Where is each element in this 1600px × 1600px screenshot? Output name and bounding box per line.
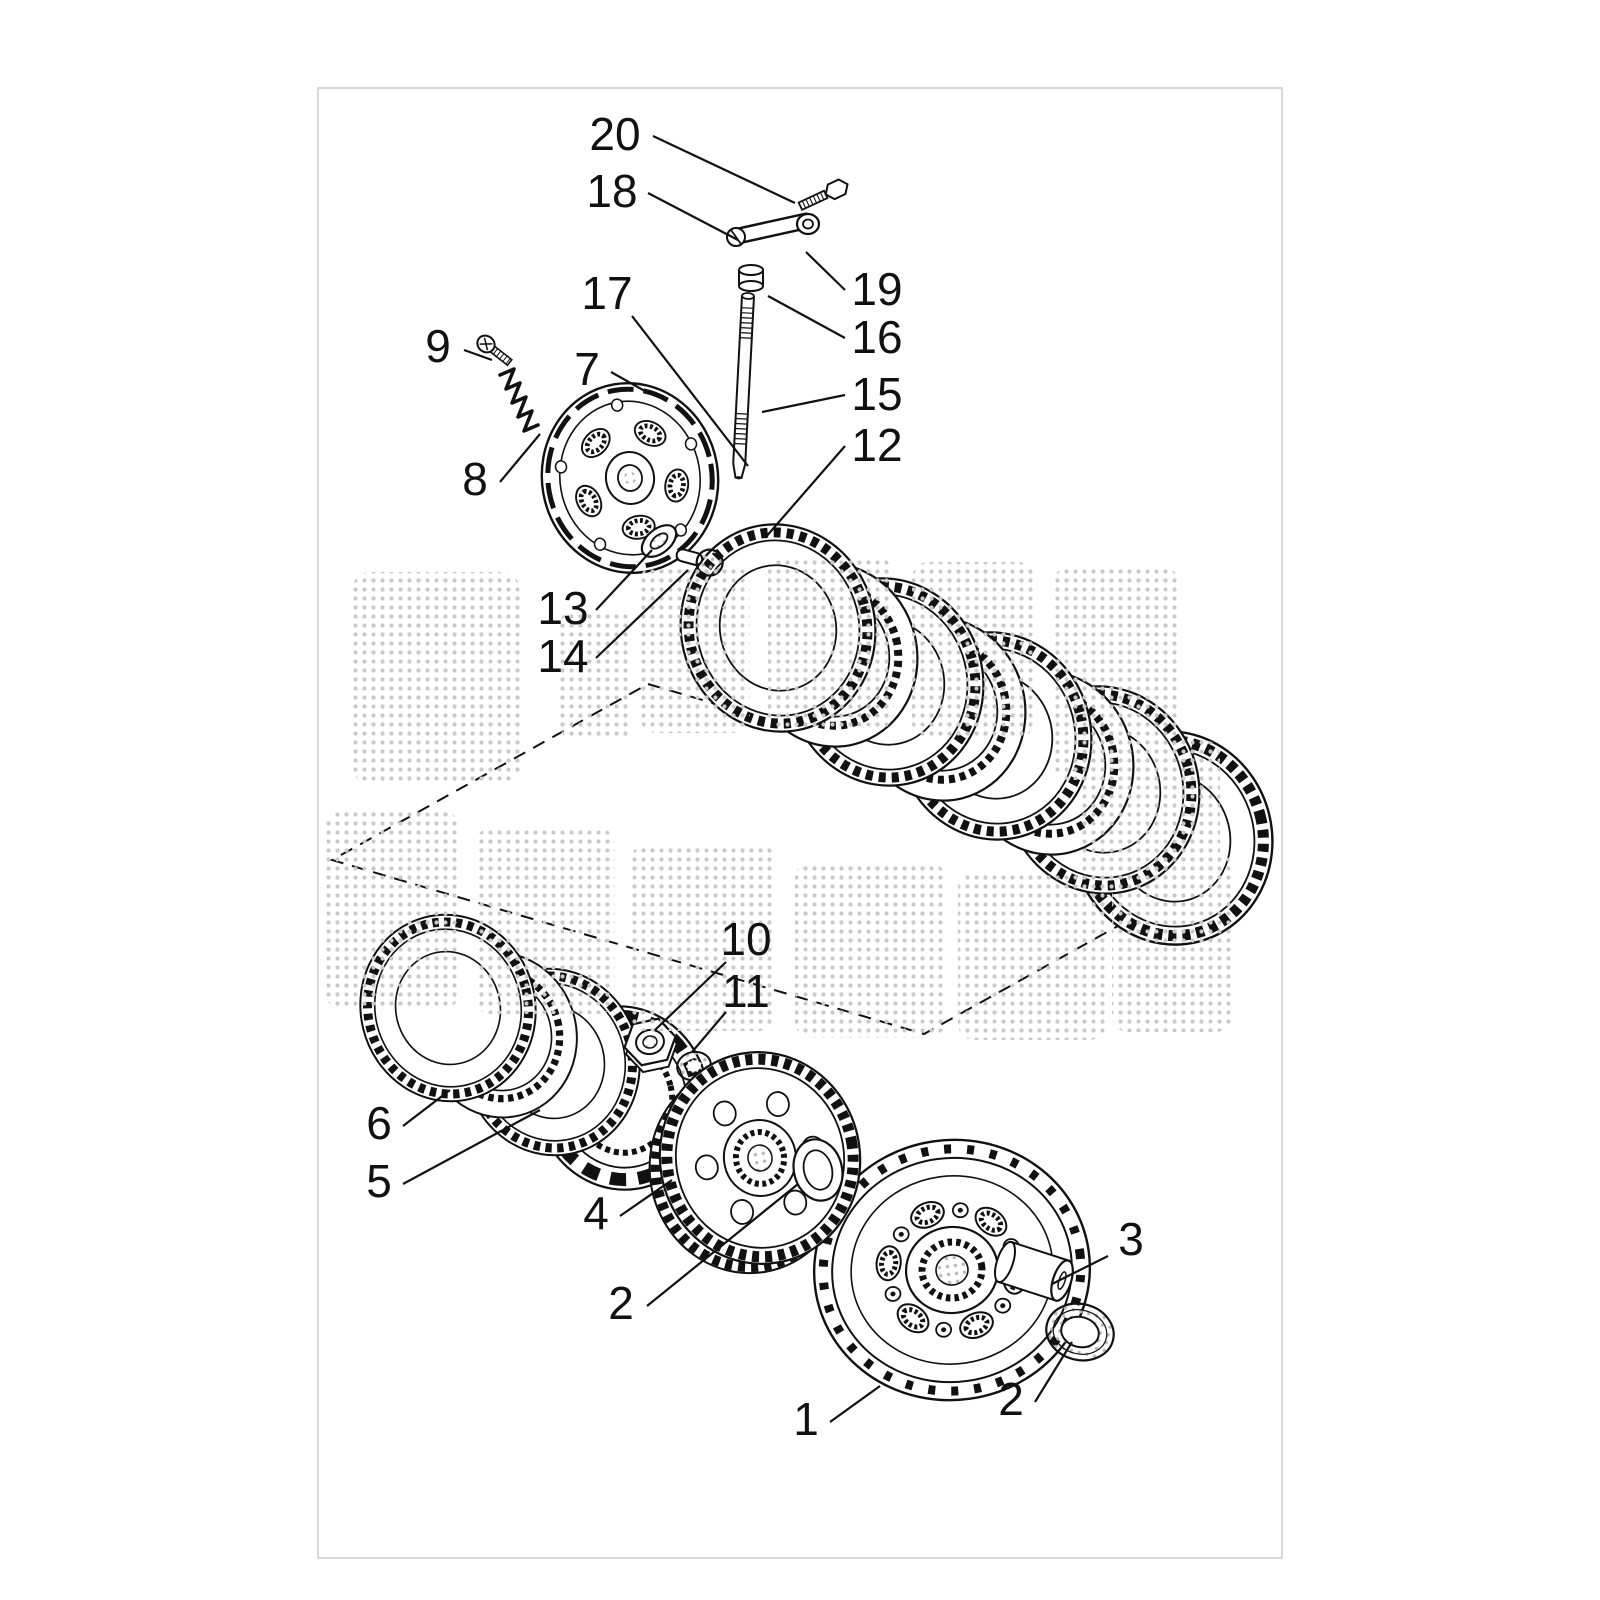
callout-8: 8	[462, 453, 488, 505]
callout-17: 17	[581, 267, 632, 319]
clutch-spring	[498, 367, 540, 433]
callout-11: 11	[722, 965, 770, 1017]
callout-10: 10	[720, 913, 771, 965]
callout-5: 5	[366, 1155, 392, 1207]
callout-9: 9	[425, 320, 451, 372]
callout-labels: 20 18 19 16 17 15 12 9 7 8 13 14 10 11 6…	[366, 108, 1144, 1445]
callout-20: 20	[589, 108, 640, 160]
callout-15: 15	[851, 368, 902, 420]
callout-7: 7	[574, 343, 600, 395]
leader-lines	[402, 135, 1109, 1423]
clutch-basket	[812, 1138, 1092, 1402]
push-rod	[732, 292, 755, 480]
callout-6: 6	[366, 1097, 392, 1149]
release-lever	[726, 212, 821, 247]
primary-gear	[648, 1051, 862, 1275]
pressure-plate	[540, 382, 720, 574]
callout-4: 4	[583, 1187, 609, 1239]
callout-3: 3	[1118, 1213, 1144, 1265]
lever-bolt	[797, 178, 849, 212]
spring-screw	[476, 334, 513, 367]
callout-12: 12	[851, 419, 902, 471]
thrust-washer	[640, 524, 678, 558]
callout-18: 18	[586, 165, 637, 217]
callout-2-b: 2	[998, 1373, 1024, 1425]
spacer-sleeve	[993, 1240, 1074, 1302]
callout-16: 16	[851, 311, 902, 363]
end-washer	[1045, 1302, 1115, 1362]
callout-14: 14	[537, 630, 588, 682]
callout-2-a: 2	[608, 1277, 634, 1329]
inner-washer	[792, 1138, 844, 1202]
callout-13: 13	[537, 582, 588, 634]
bushing	[738, 264, 764, 292]
callout-19: 19	[851, 263, 902, 315]
callout-1: 1	[793, 1393, 819, 1445]
watermark	[325, 558, 1232, 1040]
